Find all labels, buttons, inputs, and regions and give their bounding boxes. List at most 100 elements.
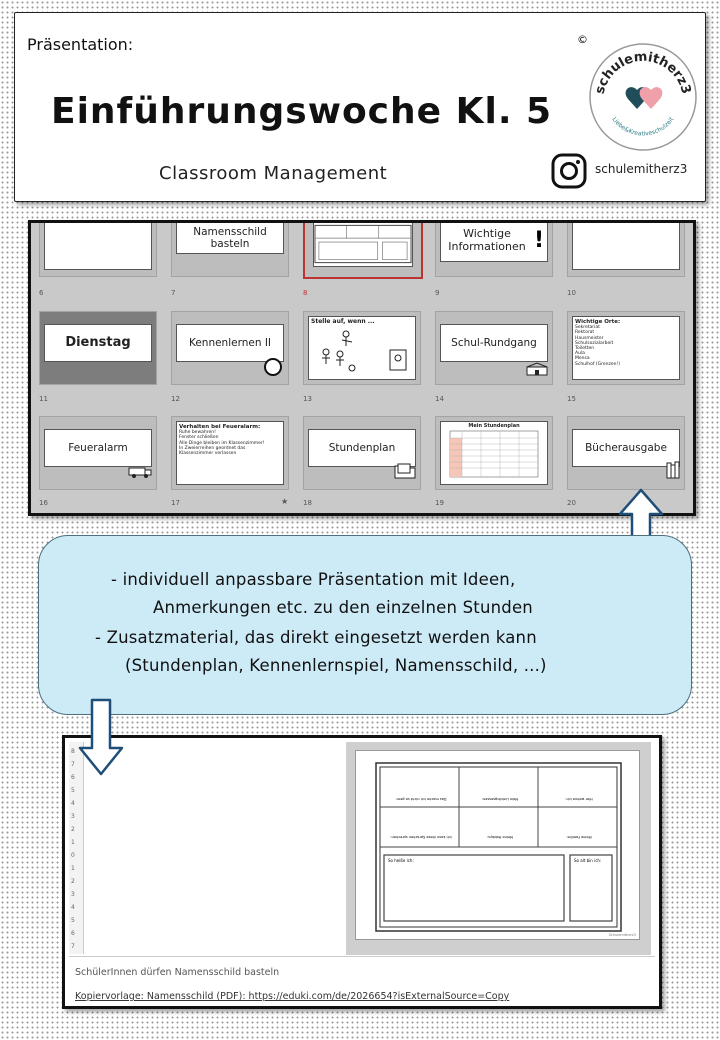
slide-bullet: Alle Dinge bleiben im Klassenzimmer!	[179, 440, 265, 446]
info-callout: - individuell anpassbare Präsentation mi…	[38, 535, 692, 715]
page-title: Einführungswoche Kl. 5	[51, 91, 553, 132]
title-card: Präsentation: Einführungswoche Kl. 5 Cla…	[14, 12, 706, 202]
sheet-cell-label: Mein Lieblingsessen:	[481, 797, 519, 801]
ruler-mark: 3	[71, 813, 75, 820]
speaker-note-link[interactable]: Kopiervorlage: Namensschild (PDF): https…	[75, 991, 510, 1002]
slide-thumbnail-6[interactable]	[39, 223, 157, 277]
slide-number: 7	[171, 289, 176, 297]
books-icon	[666, 461, 680, 479]
slide-sorter-panel: 6 Namensschild basteln 7 8 Wichtige Info…	[28, 220, 696, 516]
ruler-mark: 6	[71, 930, 75, 937]
ruler-mark: 0	[71, 852, 75, 859]
slide-title: Mein Stundenplan	[468, 423, 520, 429]
slide-thumbnail-14[interactable]: Schul-Rundgang	[435, 311, 553, 385]
slide-number: 19	[435, 499, 444, 507]
circle-icon	[264, 358, 282, 376]
page-subtitle: Classroom Management	[159, 163, 388, 184]
slide-bullet: Fenster schließen	[179, 435, 219, 441]
slide-thumbnail-16[interactable]: Feueralarm	[39, 416, 157, 490]
folder-icon	[394, 463, 416, 479]
slide-number: 8	[303, 289, 308, 297]
slide-thumbnail-15[interactable]: Wichtige Orte: Sekretariat Rektorat Haus…	[567, 311, 685, 385]
slide-bullet: In Zweierreihen geordnet das Klassenzimm…	[179, 445, 246, 456]
sheet-cell-label: Ich kann diese Sprachen sprechen:	[390, 835, 452, 839]
page-preview: Das mache ich nicht so gern: Mein Liebli…	[346, 742, 651, 955]
sheet-name-label: So heiße ich:	[388, 858, 414, 863]
slide-number: 15	[567, 395, 576, 403]
slide-thumbnail-7[interactable]: Namensschild basteln	[171, 223, 289, 277]
sheet-cell-label: Das mache ich nicht so gern:	[395, 797, 447, 801]
notes-divider	[69, 956, 655, 957]
info-line-3: - Zusatzmaterial, das direkt eingesetzt …	[95, 628, 537, 647]
sheet-credit: Schulemitherz3	[608, 933, 636, 937]
slide-bullet: Hausmeister	[575, 335, 604, 341]
slide-thumbnail-9[interactable]: Wichtige Informationen !	[435, 223, 553, 277]
slide-number: 12	[171, 395, 180, 403]
slide-thumbnail-10[interactable]	[567, 223, 685, 277]
slide-number: 9	[435, 289, 440, 297]
slide-title: Kennenlernen II	[176, 324, 284, 362]
slide-title: Bücherausgabe	[572, 429, 680, 467]
instagram-handle: schulemitherz3	[595, 162, 688, 176]
ruler-mark: 6	[71, 774, 75, 781]
timetable-grid-icon	[449, 430, 539, 478]
namensschild-preview-icon	[314, 224, 412, 264]
sheet-cell-label: Meine Hobbys:	[487, 835, 513, 839]
slide-thumbnail-17[interactable]: Verhalten bei Feueralarm: Ruhe bewahren!…	[171, 416, 289, 490]
info-line-1: - individuell anpassbare Präsentation mi…	[111, 570, 516, 589]
fire-truck-icon	[128, 467, 152, 478]
slide-number: 11	[39, 395, 48, 403]
slide-bullet: Mensa	[575, 356, 590, 362]
slide-number: 18	[303, 499, 312, 507]
slide-bullet: Ruhe bewahren!	[179, 430, 216, 436]
slide-thumbnail-8-selected[interactable]	[303, 223, 423, 279]
ruler-mark: 2	[71, 878, 75, 885]
presentation-label: Präsentation:	[27, 35, 134, 54]
stick-figures-icon	[322, 330, 407, 372]
instagram-icon	[551, 153, 587, 189]
ruler-mark: 4	[71, 800, 75, 807]
slide-thumbnail-20[interactable]: Bücherausgabe	[567, 416, 685, 490]
namensschild-outline	[375, 762, 622, 932]
slide-number: 20	[567, 499, 576, 507]
ruler-mark: 5	[71, 917, 75, 924]
sheet-cell-label: Hier wohne ich:	[565, 797, 593, 801]
namensschild-sheet: Das mache ich nicht so gern: Mein Liebli…	[355, 750, 640, 940]
slide-bullet: Rektorat	[575, 330, 595, 336]
slide-thumbnail-13[interactable]: Stelle auf, wenn ...	[303, 311, 421, 385]
slide-number: 10	[567, 289, 576, 297]
brand-logo: schulemitherz3 Liebe&Kreativeschulzeit	[589, 43, 697, 151]
ruler-mark: 1	[71, 839, 75, 846]
ruler-mark: 3	[71, 891, 75, 898]
ruler-mark: 1	[71, 865, 75, 872]
ruler-mark: 8	[71, 748, 75, 755]
slide-title: Feueralarm	[44, 429, 152, 467]
ruler-mark: 5	[71, 787, 75, 794]
transition-star-icon: ★	[281, 497, 289, 506]
slide-title: Namensschild basteln	[176, 223, 284, 254]
slide-number: 17	[171, 499, 180, 507]
slide-number: 13	[303, 395, 312, 403]
slide-number: 14	[435, 395, 444, 403]
slide-title: Stelle auf, wenn ...	[311, 318, 375, 325]
school-building-icon	[526, 362, 548, 376]
ruler-mark: 2	[71, 826, 75, 833]
info-line-4: (Stundenplan, Kennenlernspiel, Namenssch…	[125, 656, 547, 675]
slide-title: Schul-Rundgang	[440, 324, 548, 362]
speaker-note-text[interactable]: SchülerInnen dürfen Namensschild basteln	[75, 967, 280, 978]
slide-thumbnail-12[interactable]: Kennenlernen II	[171, 311, 289, 385]
slide-thumbnail-18[interactable]: Stundenplan	[303, 416, 421, 490]
heart-pink-icon	[639, 87, 663, 109]
slide-bullet: Toiletten	[575, 346, 595, 351]
sheet-age-label: So alt bin ich:	[574, 858, 602, 863]
sheet-cell-label: Meine Familie:	[566, 835, 592, 839]
ruler-mark: 7	[71, 761, 75, 768]
slide-title: Dienstag	[44, 324, 152, 362]
copyright-symbol: ©	[577, 33, 588, 46]
info-line-2: Anmerkungen etc. zu den einzelnen Stunde…	[153, 598, 533, 617]
slide-bullet: Aula	[575, 351, 585, 357]
slide-thumbnail-11[interactable]: Dienstag	[39, 311, 157, 385]
slide-thumbnail-19[interactable]: Mein Stundenplan	[435, 416, 553, 490]
slide-title: Wichtige Informationen	[440, 223, 548, 262]
